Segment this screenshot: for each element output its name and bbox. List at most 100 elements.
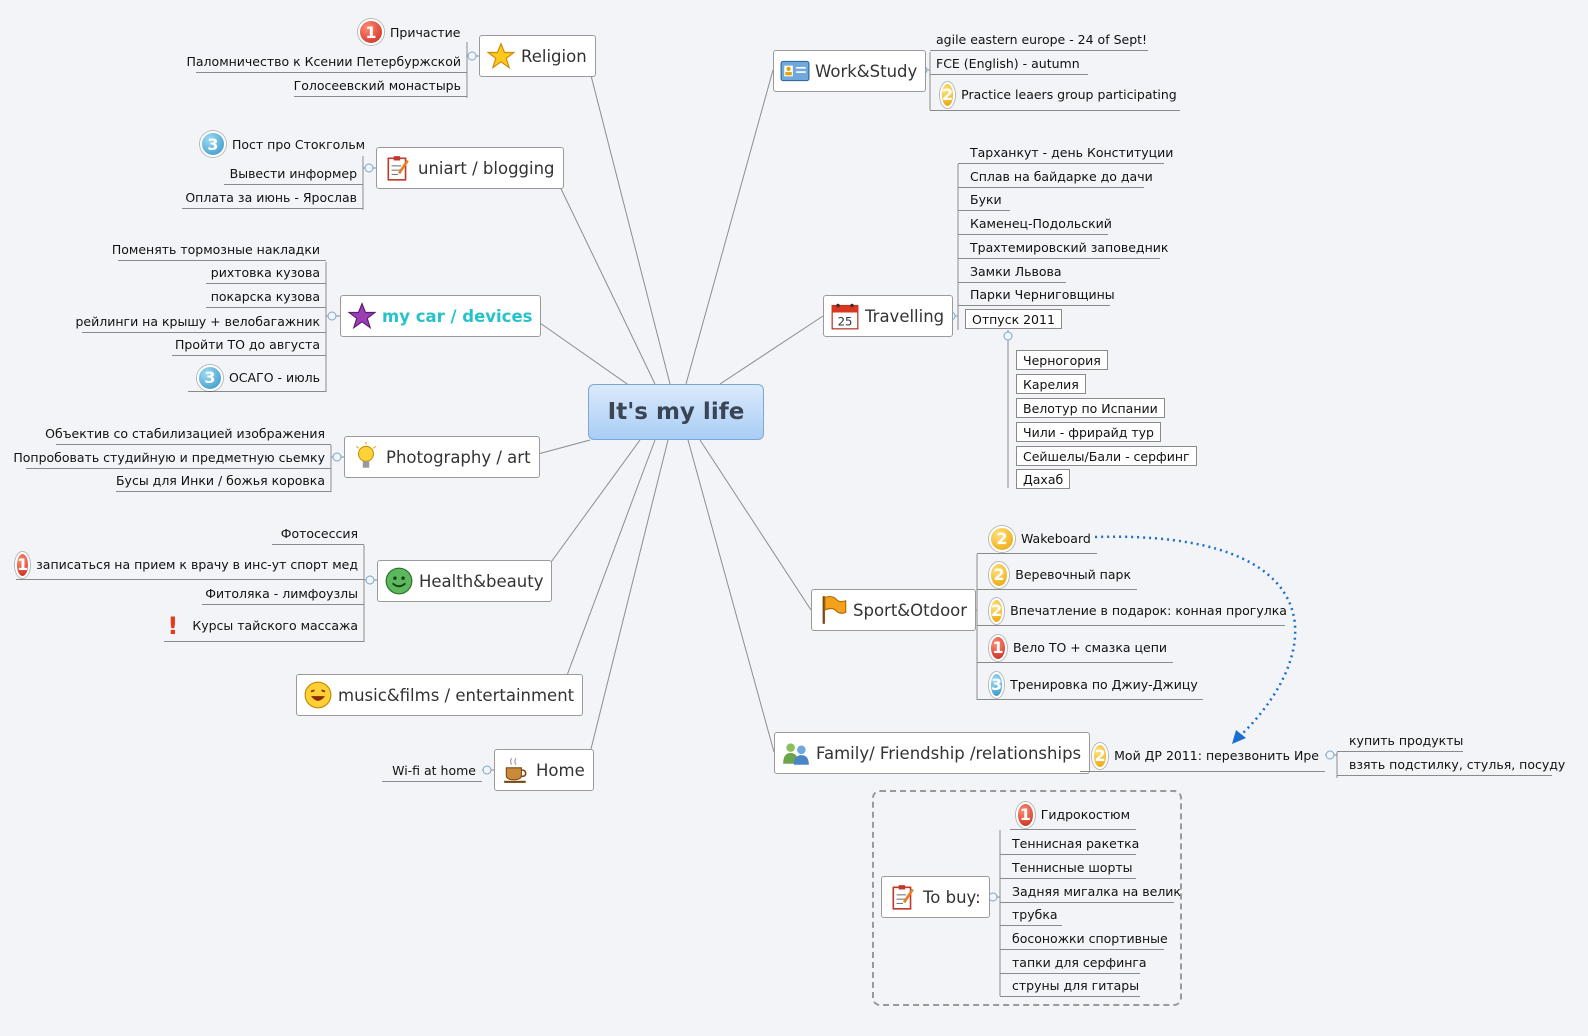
tobuy-item-2[interactable]: Теннисная ракетка: [1000, 833, 1139, 855]
notepad-icon: [888, 882, 918, 912]
central-topic[interactable]: It's my life: [588, 384, 764, 440]
topic-label: To buy:: [923, 887, 981, 907]
home-item-1[interactable]: Wi-fi at home: [382, 760, 482, 782]
vacation-item-3[interactable]: Велотур по Испании: [1016, 398, 1165, 418]
vacation-item-6[interactable]: Дахаб: [1016, 469, 1071, 489]
priority-1-icon: 1: [358, 19, 384, 45]
topic-label: my car / devices: [382, 306, 533, 326]
car-item-4[interactable]: рейлинги на крышу + велобагажник: [75, 311, 326, 333]
topic-label: Health&beauty: [419, 571, 544, 591]
smiley-icon: [384, 566, 414, 596]
star-icon: [486, 41, 516, 71]
topic-label: music&films / entertainment: [338, 685, 575, 705]
travel-item-vacation[interactable]: Отпуск 2011: [965, 309, 1062, 329]
health-item-3[interactable]: Фитоляка - лимфоузлы: [202, 583, 364, 605]
notepad-icon: [383, 153, 413, 183]
topic-label: Home: [536, 760, 585, 780]
priority-1-icon: 1: [15, 551, 31, 578]
car-item-3[interactable]: покарска кузова: [206, 286, 326, 308]
family-subitem-2[interactable]: взять подстилку, стулья, посуду: [1337, 754, 1565, 776]
car-item-5[interactable]: Пройти ТО до августа: [172, 334, 326, 356]
work-item-2[interactable]: FCE (English) - autumn: [930, 53, 1088, 75]
priority-2-icon: 2: [989, 525, 1015, 552]
priority-2-icon: 2: [940, 81, 956, 108]
topic-travelling[interactable]: 25 Travelling: [823, 295, 954, 337]
priority-3-icon: 3: [196, 364, 223, 391]
topic-family[interactable]: Family/ Friendship /relationships: [774, 732, 1091, 774]
vacation-item-1[interactable]: Черногория: [1016, 350, 1108, 370]
topic-blogging[interactable]: uniart / blogging: [376, 147, 564, 189]
topic-label: Travelling: [865, 306, 945, 326]
tobuy-item-8[interactable]: струны для гитары: [1000, 975, 1140, 997]
tobuy-item-3[interactable]: Теннисные шорты: [1000, 857, 1136, 879]
tobuy-item-5[interactable]: трубка: [1000, 904, 1062, 926]
svg-text:25: 25: [838, 314, 853, 328]
topic-religion[interactable]: Religion: [479, 35, 596, 77]
vacation-item-4[interactable]: Чили - фрирайд тур: [1016, 422, 1161, 442]
topic-work-study[interactable]: Work&Study: [773, 50, 927, 92]
work-item-1[interactable]: agile eastern europe - 24 of Sept!: [930, 29, 1148, 51]
blogging-item-2[interactable]: Вывести информер: [224, 163, 363, 185]
exclamation-icon: !: [167, 611, 179, 640]
priority-2-icon: 2: [989, 561, 1010, 588]
photo-item-2[interactable]: Попробовать студийную и предметную сьемк…: [13, 447, 331, 469]
photo-item-1[interactable]: Объектив со стабилизацией изображения: [45, 423, 331, 445]
topic-tobuy[interactable]: To buy:: [881, 876, 990, 918]
people-icon: [781, 738, 811, 768]
blogging-item-3[interactable]: Оплата за июнь - Ярослав: [182, 187, 363, 209]
purple-star-icon: [347, 301, 377, 331]
topic-car-devices[interactable]: my car / devices: [340, 295, 542, 337]
car-item-2[interactable]: рихтовка кузова: [206, 262, 326, 284]
travel-item-1[interactable]: Тарханкут - день Конституции: [958, 142, 1173, 164]
vacation-item-2[interactable]: Карелия: [1016, 374, 1086, 394]
family-subitem-1[interactable]: купить продукты: [1337, 730, 1463, 752]
travel-item-4[interactable]: Каменец-Подольский: [958, 213, 1112, 235]
vacation-item-5[interactable]: Сейшелы/Бали - серфинг: [1016, 446, 1197, 466]
topic-music[interactable]: music&films / entertainment: [296, 674, 584, 716]
health-item-4[interactable]: !Курсы тайского массажа: [164, 610, 364, 642]
id-card-icon: [780, 56, 810, 86]
lightbulb-icon: [351, 442, 381, 472]
travel-item-6[interactable]: Замки Львова: [958, 261, 1066, 283]
priority-3-icon: 3: [200, 131, 226, 157]
travel-item-5[interactable]: Трахтемировский заповедник: [958, 237, 1168, 259]
priority-1-icon: 1: [1016, 801, 1035, 828]
religion-item-3[interactable]: Голосеевский монастырь: [294, 75, 467, 97]
travel-item-2[interactable]: Сплав на байдарке до дачи: [958, 166, 1153, 188]
priority-1-icon: 1: [989, 634, 1007, 661]
religion-item-2[interactable]: Паломничество к Ксении Петербуржской: [187, 51, 467, 73]
tobuy-item-7[interactable]: тапки для серфинга: [1000, 952, 1147, 974]
car-item-1[interactable]: Поменять тормозные накладки: [112, 239, 326, 261]
priority-2-icon: 2: [1092, 742, 1109, 769]
tobuy-item-6[interactable]: босоножки спортивные: [1000, 928, 1168, 950]
travel-item-3[interactable]: Буки: [958, 189, 1010, 211]
topic-health[interactable]: Health&beauty: [377, 560, 553, 602]
tobuy-item-4[interactable]: Задняя мигалка на велик: [1000, 881, 1181, 903]
photo-item-3[interactable]: Бусы для Инки / божья коровка: [116, 470, 331, 492]
topic-photography[interactable]: Photography / art: [344, 436, 540, 478]
topic-sport-outdoor[interactable]: Sport&Otdoor: [811, 589, 977, 631]
topic-home[interactable]: Home: [494, 749, 594, 791]
topic-label: Photography / art: [386, 447, 531, 467]
topic-label: Religion: [521, 46, 587, 66]
health-item-1[interactable]: Фотосессия: [272, 523, 364, 545]
laughing-face-icon: [303, 680, 333, 710]
topic-label: Work&Study: [815, 61, 918, 81]
tobuy-boundary: [872, 790, 1182, 1006]
topic-label: Sport&Otdoor: [853, 600, 968, 620]
travel-item-7[interactable]: Парки Черниговщины: [958, 284, 1115, 306]
